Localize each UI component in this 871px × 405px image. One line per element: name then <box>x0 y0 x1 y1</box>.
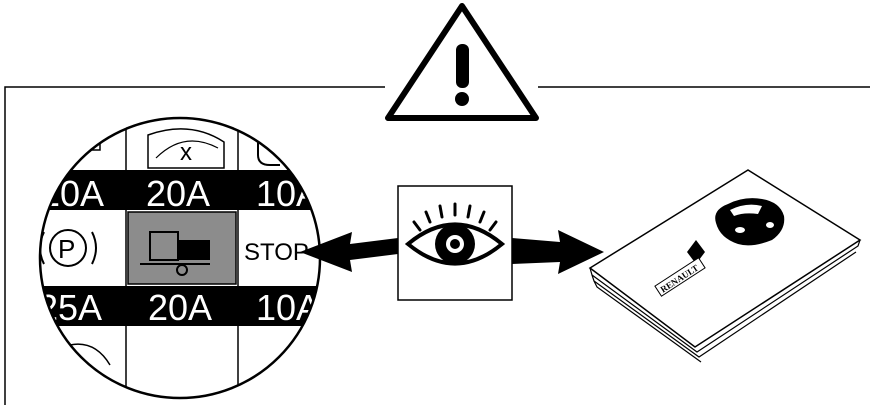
brand-plate <box>654 257 706 297</box>
right-arrow-icon <box>512 230 604 274</box>
fuse-rating-4: 25A <box>38 287 102 328</box>
gauge-icon-letter: x <box>180 139 192 166</box>
parking-brake-icon: P <box>40 229 97 267</box>
fuse-rating-5: 20A <box>148 287 212 328</box>
parking-brake-letter: P <box>58 234 75 264</box>
manual-booklet: RENAULT <box>588 169 862 363</box>
renault-logo-icon <box>687 240 705 264</box>
gauge-icon: x <box>147 128 225 169</box>
fuse-rating-2: 20A <box>146 173 210 214</box>
fuse-panel-magnifier: x 20A 20A 10A P STOP 25A 20A 10A <box>38 118 320 398</box>
stop-label: STOP <box>244 239 309 266</box>
car-image <box>715 198 785 246</box>
eye-icon <box>404 202 506 266</box>
left-arrow-icon <box>300 232 398 272</box>
warning-icon <box>385 3 539 121</box>
frame-border <box>4 86 870 405</box>
u-icon <box>257 140 280 166</box>
trailer-icon <box>140 231 210 276</box>
